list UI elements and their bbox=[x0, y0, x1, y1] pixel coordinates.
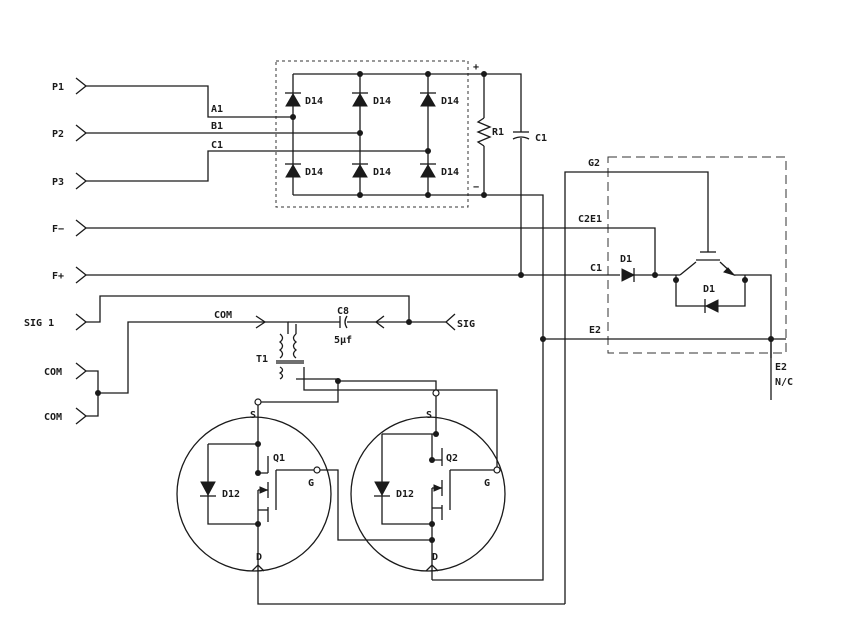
label-q1: Q1 bbox=[273, 453, 285, 464]
bridge-diode-label-6: D14 bbox=[441, 167, 459, 178]
q2-pin-s: S bbox=[426, 410, 432, 421]
net-e2: E2 bbox=[589, 325, 601, 336]
bridge-junctions bbox=[290, 71, 524, 278]
q1-junction-d12 bbox=[255, 470, 261, 476]
bridge-diode-4 bbox=[285, 163, 301, 178]
bridge-enclosure bbox=[275, 60, 469, 208]
net-c1: C1 bbox=[211, 140, 223, 151]
signal-junctions bbox=[95, 319, 412, 396]
net-plus: + bbox=[473, 62, 479, 73]
bridge-diode-label-1: D14 bbox=[305, 96, 323, 107]
q2-junction-d bbox=[429, 521, 435, 527]
label-q2: Q2 bbox=[446, 453, 458, 464]
q2-pin-d: D bbox=[432, 552, 438, 563]
bridge-diode-label-3: D14 bbox=[441, 96, 459, 107]
igbt-module-enclosure bbox=[607, 156, 787, 354]
q2-wiring bbox=[374, 389, 501, 580]
bridge-diode-2 bbox=[352, 92, 368, 107]
terminal-p1: P1 bbox=[52, 82, 64, 93]
signal-wiring bbox=[86, 295, 498, 467]
q1-pin-s: S bbox=[250, 410, 256, 421]
net-c2e1: C2E1 bbox=[578, 214, 602, 225]
bridge-diode-1 bbox=[285, 92, 301, 107]
q2-junction-d12 bbox=[429, 457, 435, 463]
terminal-f-minus: F− bbox=[52, 224, 64, 235]
q1-junction-s bbox=[255, 441, 261, 447]
label-d1-outer: D1 bbox=[620, 254, 632, 265]
bridge-diode-label-4: D14 bbox=[305, 167, 323, 178]
q1-pin-g: G bbox=[308, 478, 314, 489]
q2-pin-g: G bbox=[484, 478, 490, 489]
q1-junction-d bbox=[255, 521, 261, 527]
terminal-com-a: COM bbox=[44, 367, 62, 378]
net-nc: N/C bbox=[775, 377, 793, 388]
bridge-diodes bbox=[285, 92, 436, 178]
igbt-junctions bbox=[540, 272, 774, 342]
terminal-arrows bbox=[75, 77, 88, 425]
terminal-com-b: COM bbox=[44, 412, 62, 423]
igbt-wiring bbox=[86, 171, 786, 604]
terminal-p3: P3 bbox=[52, 177, 64, 188]
q2-junction-s bbox=[433, 431, 439, 437]
net-b1: B1 bbox=[211, 121, 223, 132]
label-c1-cap: C1 bbox=[535, 133, 547, 144]
label-r1: R1 bbox=[492, 127, 504, 138]
label-d12-q2: D12 bbox=[396, 489, 414, 500]
bridge-diode-5 bbox=[352, 163, 368, 178]
label-c8-value: 5μf bbox=[334, 335, 352, 346]
net-e2-bottom: E2 bbox=[775, 362, 787, 373]
terminal-p2: P2 bbox=[52, 129, 64, 140]
label-d1-inner: D1 bbox=[703, 284, 715, 295]
label-d12-q1: D12 bbox=[222, 489, 240, 500]
terminal-sig1: SIG 1 bbox=[24, 318, 54, 329]
bridge-diode-6 bbox=[420, 163, 436, 178]
net-g2: G2 bbox=[588, 158, 600, 169]
q2-junction-gate-link bbox=[429, 537, 435, 543]
label-c8: C8 bbox=[337, 306, 349, 317]
net-a1: A1 bbox=[211, 104, 223, 115]
q1-wiring bbox=[200, 398, 565, 605]
terminal-f-plus: F+ bbox=[52, 271, 64, 282]
bridge-diode-3 bbox=[420, 92, 436, 107]
q1-pin-d: D bbox=[256, 552, 262, 563]
net-c1-out: C1 bbox=[590, 263, 602, 274]
net-com-line: COM bbox=[214, 310, 232, 321]
q2-package bbox=[350, 416, 506, 572]
bridge-diode-label-2: D14 bbox=[373, 96, 391, 107]
q1-package bbox=[176, 416, 332, 572]
bridge-diode-label-5: D14 bbox=[373, 167, 391, 178]
label-t1: T1 bbox=[256, 354, 268, 365]
terminal-sig: SIG bbox=[457, 319, 475, 330]
net-minus: − bbox=[473, 182, 479, 193]
